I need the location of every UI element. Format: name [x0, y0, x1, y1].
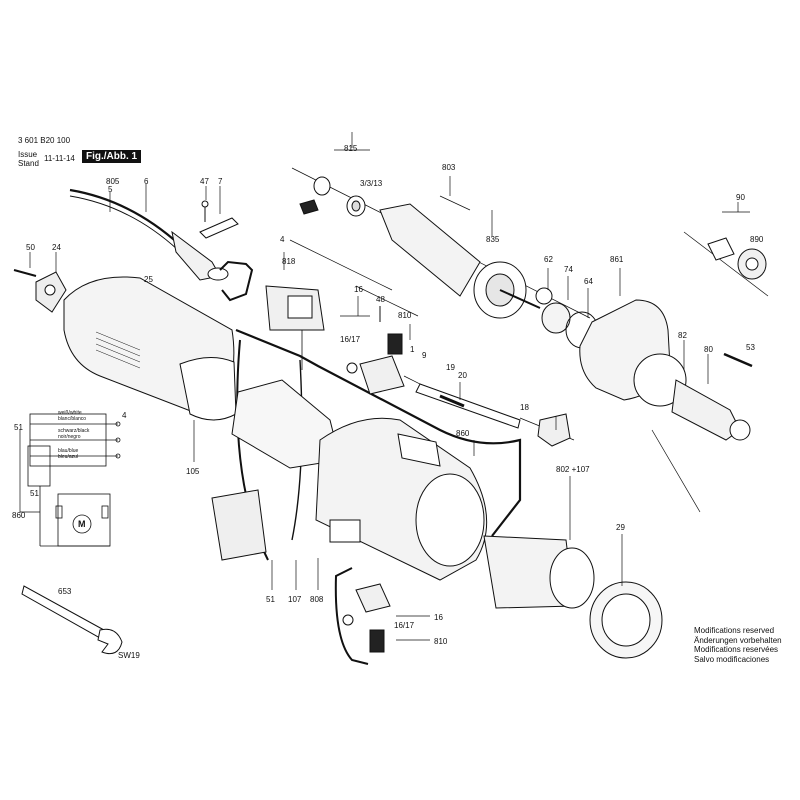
note-line: Modifications reserved [694, 626, 775, 635]
callout-label: 53 [746, 343, 755, 352]
switch-assembly [265, 285, 325, 370]
part-number: 3 601 B20 100 [18, 136, 71, 145]
callout-leaders [19, 132, 750, 641]
callout-label: 51 [30, 489, 39, 498]
callout-label: 861 [610, 255, 624, 264]
collet-nut [707, 237, 767, 280]
wire-label: weiß/white [58, 410, 82, 416]
callout-label: 860 [456, 429, 470, 438]
note-line: Änderungen vorbehalten [694, 635, 782, 645]
callout-label: 802 +107 [556, 465, 590, 474]
callout-label: 1 [410, 345, 415, 354]
housing [63, 276, 237, 421]
guard-ring [589, 581, 663, 659]
callout-label: 20 [458, 371, 467, 380]
wrench-653 [21, 585, 123, 655]
motor-housing [231, 379, 488, 581]
document-header: 3 601 B20 100 [18, 136, 70, 146]
callout-label: 653 [58, 587, 72, 596]
callout-label: 48 [376, 295, 385, 304]
callout-label: 50 [26, 243, 35, 252]
callout-label: 9 [422, 351, 427, 360]
callout-label: 105 [186, 467, 200, 476]
internal-wire-d [334, 567, 369, 665]
callout-label: 29 [616, 523, 625, 532]
callout-label: 16/17 [340, 335, 361, 344]
side-rail [211, 489, 267, 561]
armature [379, 203, 541, 319]
motor-symbol: M [78, 519, 86, 529]
stand-label: Stand [18, 159, 39, 168]
wire-label: blau/blue [58, 448, 79, 454]
callout-label: 82 [678, 331, 687, 340]
callout-label: 25 [144, 275, 153, 284]
callout-label: 51 [266, 595, 275, 604]
callout-label: 64 [584, 277, 593, 286]
callout-label: 19 [446, 363, 455, 372]
wire-label: noir/negro [58, 434, 81, 440]
callout-numbers: 815 803 3/3/13 835 90 890 805 5 6 47 7 5… [12, 144, 764, 660]
wire-label: schwarz/black [58, 428, 90, 434]
screw-53 [723, 352, 753, 368]
callout-label: 835 [486, 235, 500, 244]
callout-label: 62 [544, 255, 553, 264]
part-18 [537, 413, 571, 447]
callout-label: 860 [12, 511, 26, 520]
callout-label: 818 [282, 257, 296, 266]
stator [483, 535, 595, 609]
internal-wire-a [235, 328, 522, 537]
figure-badge: Fig./Abb. 1 [82, 150, 142, 163]
cable-clip [199, 200, 239, 239]
brush-holder-bottom [342, 583, 391, 653]
callout-label: 810 [398, 311, 412, 320]
wire-loop [219, 260, 254, 302]
callout-label: 7 [218, 177, 223, 186]
note-line: Modifications reservées [694, 645, 779, 654]
callout-label: 4 [280, 235, 285, 244]
spring-bar [415, 383, 521, 429]
callout-label: 815 [344, 144, 358, 153]
callout-label: 16/17 [394, 621, 415, 630]
issue-labels: Issue Stand [18, 150, 39, 168]
modifications-note: Modifications reserved Änderungen vorbeh… [694, 626, 782, 664]
brush-holder-top [346, 306, 405, 395]
callout-label: 47 [200, 177, 209, 186]
callout-label: 90 [736, 193, 745, 202]
wire-label: bleu/azul [58, 454, 78, 460]
rear-bearing-set [535, 287, 599, 349]
callout-label: 6 [144, 177, 149, 186]
callout-label: 4 [122, 411, 127, 420]
power-cable [69, 188, 229, 281]
wire-color-labels: weiß/white blanc/blanco schwarz/black no… [58, 410, 90, 529]
callout-label: 890 [750, 235, 764, 244]
wire-label: blanc/blanco [58, 416, 86, 422]
callout-label: 74 [564, 265, 573, 274]
callout-label: 80 [704, 345, 713, 354]
callout-label: 3/3/13 [360, 179, 383, 188]
wiring-schematic [27, 413, 121, 547]
callout-label: 51 [14, 423, 23, 432]
callout-label: 16 [434, 613, 443, 622]
callout-label: 805 [106, 177, 120, 186]
gear-head [579, 299, 751, 441]
callout-label: SW19 [118, 651, 140, 660]
callout-label: 18 [520, 403, 529, 412]
front-bearing-set [299, 176, 366, 217]
callout-label: 5 [108, 185, 113, 194]
callout-label: 810 [434, 637, 448, 646]
callout-label: 24 [52, 243, 61, 252]
rear-cap [13, 269, 67, 313]
issue-date: 11-11-14 [44, 154, 75, 163]
note-line: Salvo modificaciones [694, 654, 770, 664]
callout-label: 107 [288, 595, 302, 604]
callout-label: 803 [442, 163, 456, 172]
callout-label: 16 [354, 285, 363, 294]
issue-label: Issue [18, 150, 38, 159]
callout-label: 808 [310, 595, 324, 604]
